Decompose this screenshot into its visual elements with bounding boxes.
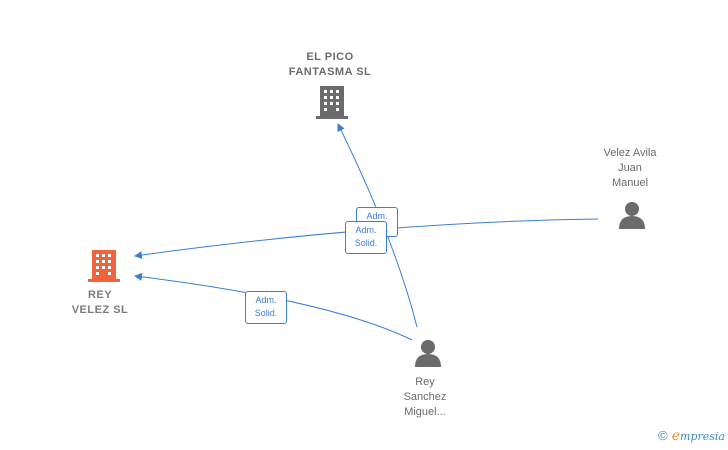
node-label-line: Sanchez	[403, 391, 447, 403]
node-label-line: Juan	[618, 162, 642, 174]
node-label-line: VELEZ SL	[71, 304, 129, 316]
node-label-el-pico[interactable]: EL PICO FANTASMA SL	[270, 50, 390, 80]
brand-name: mpresia	[680, 430, 725, 443]
copyright-symbol: ©	[658, 428, 668, 443]
edge-badge-role: Adm.	[366, 211, 388, 221]
node-label-line: FANTASMA SL	[288, 66, 372, 78]
person-icon[interactable]	[415, 340, 441, 367]
edge-rey-sanchez-to-rey-velez	[134, 272, 413, 341]
edge-badge-role: Adm.	[255, 295, 277, 305]
edge-badge[interactable]: Adm. Solid.	[345, 221, 387, 254]
person-icon[interactable]	[619, 202, 645, 229]
node-label-line: EL PICO	[306, 51, 354, 63]
node-label-line: REY	[87, 289, 113, 301]
edge-badge-role-detail: Solid.	[354, 238, 378, 248]
node-label-rey-sanchez[interactable]: Rey Sanchez Miguel...	[375, 375, 475, 420]
brand-watermark: ©empresia	[658, 428, 725, 444]
node-label-line: Rey	[415, 376, 435, 388]
building-icon[interactable]	[88, 250, 120, 282]
node-label-line: Manuel	[611, 177, 649, 189]
edge-badge[interactable]: Adm. Solid.	[245, 291, 287, 324]
brand-initial: e	[671, 428, 681, 444]
building-icon[interactable]	[316, 86, 348, 119]
edge-badge-role-detail: Solid.	[254, 308, 278, 318]
node-label-velez-avila[interactable]: Velez Avila Juan Manuel	[580, 146, 680, 191]
edge-badge-role: Adm.	[355, 225, 377, 235]
node-label-line: Velez Avila	[603, 147, 657, 159]
node-label-line: Miguel...	[404, 406, 446, 418]
node-label-rey-velez[interactable]: REY VELEZ SL	[50, 288, 150, 318]
